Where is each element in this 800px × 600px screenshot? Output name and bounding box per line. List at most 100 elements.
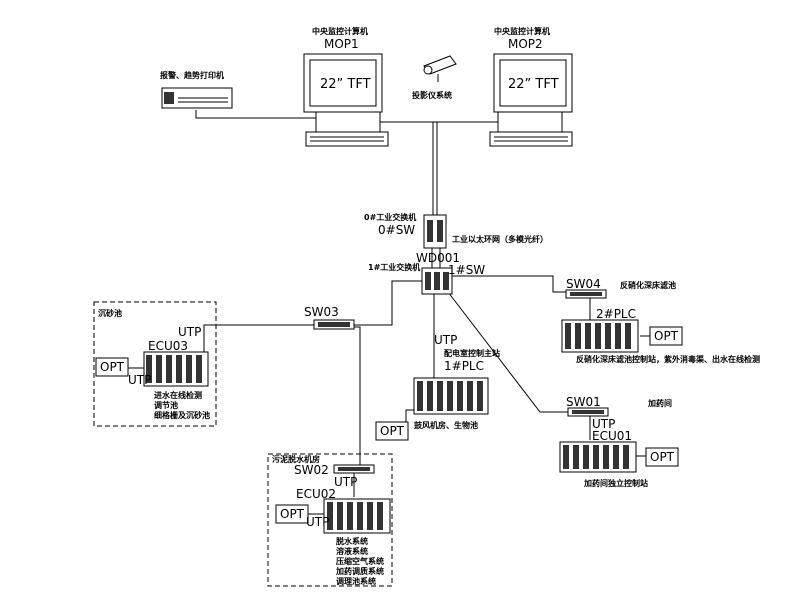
ecu02-slot-3 [347, 502, 353, 530]
sw03-ports [318, 322, 350, 327]
sw1-switch [421, 267, 453, 295]
ecu02-opt: OPT [280, 507, 305, 521]
plc2-slot-3 [585, 323, 591, 349]
plc1-opt: OPT [380, 424, 405, 438]
plc1-rack [413, 377, 489, 415]
sludge-line-4: 调理池系统 [336, 576, 376, 586]
sw04-switch [565, 289, 607, 299]
sw1-name: 1#SW [448, 263, 485, 277]
sw04-name: SW04 [566, 277, 601, 291]
sw0-title: 0#工业交换机 [364, 212, 416, 222]
mop2-base [497, 111, 563, 133]
ecu01-slot-4 [593, 445, 599, 469]
ecu02-slot-5 [367, 502, 373, 530]
ecu02-name: ECU02 [296, 487, 336, 501]
plc2-slot-7 [625, 323, 631, 349]
ecu01-slot-3 [583, 445, 589, 469]
ecu02-slot-4 [357, 502, 363, 530]
mop2-name: MOP2 [508, 37, 543, 51]
ecu03-slot-3 [166, 355, 172, 383]
ecu03-opt-box [95, 357, 129, 377]
mop1-screen [309, 59, 377, 107]
plc1-slot-2 [427, 381, 433, 411]
sw02-utp: UTP [334, 475, 357, 489]
ecu02-slot-1 [327, 502, 333, 530]
ecu03-slot-5 [186, 355, 192, 383]
ecu03-name: ECU03 [148, 339, 188, 353]
sw0-module-b [437, 220, 443, 242]
sw0-module-a [427, 220, 433, 242]
sw02-name: SW02 [294, 463, 329, 477]
ecu01-slot-6 [613, 445, 619, 469]
plc1-title: 配电室控制主站 [444, 348, 500, 358]
dosing-line-0: 加药间独立控制站 [583, 478, 648, 488]
sw1-to-sw03 [354, 280, 422, 326]
ecu01-slot-5 [603, 445, 609, 469]
plc2-line-0: 反硝化深床滤池控制站，紫外消毒渠、出水在线检测 [576, 354, 760, 364]
ecu01-opt-box [645, 447, 679, 467]
sw02-switch [333, 464, 375, 474]
printer-link [195, 110, 316, 119]
sw0-name: 0#SW [378, 223, 415, 237]
ecu03-slot-4 [176, 355, 182, 383]
mop1-computer [303, 53, 389, 147]
ecu03-slot-2 [156, 355, 162, 383]
plc1-slot-3 [437, 381, 443, 411]
sw1-title: 1#工业交换机 [368, 262, 420, 272]
ecu03-utp: UTP [128, 373, 151, 387]
plc1-slot-1 [417, 381, 423, 411]
plc2-opt: OPT [654, 329, 679, 343]
plc1-line-0: 鼓风机房、生物池 [414, 420, 478, 430]
ecu02-slot-2 [337, 502, 343, 530]
ecu02-slot-6 [377, 502, 383, 530]
plc1-slot-4 [447, 381, 453, 411]
sw1-module-a [425, 272, 431, 290]
sludge-line-1: 溶液系统 [336, 546, 368, 556]
sw1-module-c [443, 272, 449, 290]
ecu03-slot-1 [146, 355, 152, 383]
ecu01-slot-2 [573, 445, 579, 469]
mop2-screen [499, 59, 567, 107]
ecu01-slot-7 [623, 445, 629, 469]
mop1-keyboard [305, 131, 389, 147]
sludge-line-3: 加药调质系统 [335, 566, 384, 576]
plc2-slot-2 [575, 323, 581, 349]
plc2-slot-1 [565, 323, 571, 349]
ecu01-opt: OPT [650, 450, 675, 464]
printer-label: 报警、趋势打印机 [160, 70, 224, 80]
mop2-computer [489, 53, 573, 147]
wd-name: WD001 [416, 251, 460, 265]
plc2-opt-box [649, 326, 683, 346]
plc2-slot-4 [595, 323, 601, 349]
plc1-utp: UTP [434, 333, 457, 347]
mop2-keyboard [489, 131, 573, 147]
plc2-slot-5 [605, 323, 611, 349]
mop1-title: 中央监控计算机 [312, 26, 368, 36]
plc1-opt-box [375, 421, 409, 441]
grit-area-border [93, 301, 217, 427]
mop2-title: 中央监控计算机 [494, 26, 550, 36]
plc1-name: 1#PLC [444, 359, 484, 373]
plc2-slot-6 [615, 323, 621, 349]
plc2-rack [561, 319, 639, 353]
sludge-area-label: 污泥脱水机房 [272, 454, 320, 464]
ecu01-rack [559, 441, 637, 473]
sw03-switch [313, 319, 355, 330]
ecu02-utp: UTP [306, 515, 329, 529]
sludge-line-0: 脱水系统 [336, 536, 368, 546]
sludge-line-2: 压缩空气系统 [336, 556, 384, 566]
plc2-name: 2#PLC [596, 307, 636, 321]
sw0-switch [423, 214, 447, 249]
grit-line-1: 调节池 [154, 400, 178, 410]
mop1-name: MOP1 [324, 37, 359, 51]
grit-line-2: 细格栅及沉砂池 [154, 410, 210, 420]
projector-label: 投影仪系统 [412, 90, 452, 100]
sw04-label: 反硝化深床滤池 [620, 280, 676, 290]
sw03-to-ecu03 [203, 324, 314, 352]
mop2-screen-label: 22” TFT [508, 77, 559, 92]
grit-line-0: 进水在线检测 [154, 390, 202, 400]
ecu01-utp: UTP [592, 417, 615, 431]
ecu01-slot-1 [563, 445, 569, 469]
ecu03-rack [143, 351, 209, 387]
